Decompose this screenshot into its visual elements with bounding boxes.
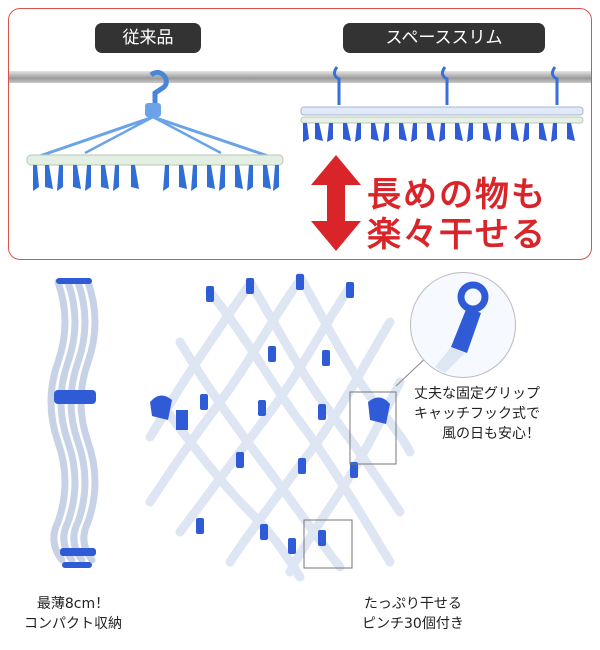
headline-line-1: 長めの物も — [367, 175, 547, 215]
folded-hanger — [47, 278, 99, 568]
space-slim-label: スペーススリム — [343, 23, 545, 53]
pins-caption-line-1: たっぷり干せる — [363, 596, 462, 612]
space-slim-hanger-illustration — [300, 66, 584, 142]
clothespins — [150, 274, 390, 554]
compact-caption-line-1: 最薄8cm！ — [36, 596, 110, 612]
conventional-hanger-illustration — [26, 69, 284, 191]
comparison-panel: 従来品 スペーススリム — [8, 8, 592, 260]
expanded-lattice — [145, 272, 415, 582]
grip-zoom-circle — [410, 272, 516, 378]
pins-caption: たっぷり干せる ピンチ30個付き — [362, 594, 464, 634]
grip-caption-line-3: 風の日も安心！ — [442, 426, 540, 442]
grip-caption: 丈夫な固定グリップ キャッチフック式で 風の日も安心！ — [414, 384, 540, 444]
product-illustration — [47, 272, 431, 582]
headline-line-2: 楽々干せる — [367, 215, 547, 255]
conventional-label: 従来品 — [95, 23, 201, 53]
hook-icon — [435, 281, 489, 373]
up-down-arrow-icon — [311, 155, 361, 251]
compact-caption: 最薄8cm！ コンパクト収納 — [24, 594, 122, 634]
grip-caption-line-2: キャッチフック式で — [414, 406, 540, 422]
grip-caption-line-1: 丈夫な固定グリップ — [414, 386, 540, 402]
compact-caption-line-2: コンパクト収納 — [24, 616, 122, 632]
pins-caption-line-2: ピンチ30個付き — [362, 616, 464, 632]
